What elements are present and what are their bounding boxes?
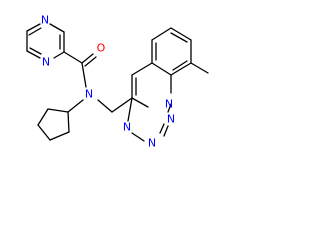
bond-carbonyl-n [81, 62, 87, 88]
bond-cp-2 [37, 108, 49, 126]
bond-benzo-2 [151, 27, 172, 41]
atom-amide-nitrogen: N [85, 88, 93, 101]
atom-tetrazole-n-4: N [123, 121, 131, 134]
bond-n-ch2 [97, 99, 113, 113]
bond-tz-4 [167, 103, 172, 113]
bond-carbonyl-o-1 [81, 53, 94, 64]
bonds [26, 23, 209, 142]
bond-tz-3-inner [159, 123, 165, 134]
bond-carbonyl-o-2 [84, 56, 97, 67]
atom-tetrazole-n-2: N [167, 113, 175, 126]
bond-pyrazine-2 [49, 23, 65, 33]
bond-mid-6 [131, 97, 149, 108]
bond-pyrazine-1 [26, 23, 41, 32]
atom-carbonyl-oxygen: O [97, 42, 106, 55]
atom-pyrazine-n-bottom: N [42, 56, 50, 69]
bond-pyrazine-5 [26, 50, 41, 59]
bond-pyrazine-5-inner [29, 47, 42, 55]
atom-tetrazole-n-fused: N [165, 98, 173, 111]
bond-tz-1 [127, 97, 133, 122]
bond-pyrazine-4 [53, 51, 65, 59]
bond-cp-1 [47, 108, 69, 113]
bond-benzo-5 [170, 62, 192, 76]
bond-pyrazine-1-inner [28, 27, 42, 36]
bond-ring-carbonyl [63, 51, 83, 64]
bond-ch2-ring [111, 97, 133, 113]
bond-methyl [190, 62, 209, 74]
bond-tz-3 [163, 125, 169, 137]
bond-n-cyclopentyl [67, 99, 84, 113]
bond-mid-2 [131, 62, 153, 76]
bond-benzo-3 [170, 27, 192, 41]
atom-labels: N N O N N N N N [41, 14, 175, 150]
bond-cp-5 [67, 111, 70, 133]
bond-cp-3 [37, 124, 51, 141]
bond-benzo-5-inner [172, 60, 188, 71]
atom-pyrazine-n-top: N [41, 14, 49, 27]
bond-cp-4 [49, 131, 70, 141]
bond-mid-3 [151, 62, 172, 76]
bond-benzo-3-inner [170, 32, 188, 43]
molecule-structure-diagram: N N O N N N N N [26, 14, 209, 150]
bond-tz-2 [131, 132, 145, 142]
atom-tetrazole-n-3: N [148, 137, 156, 150]
